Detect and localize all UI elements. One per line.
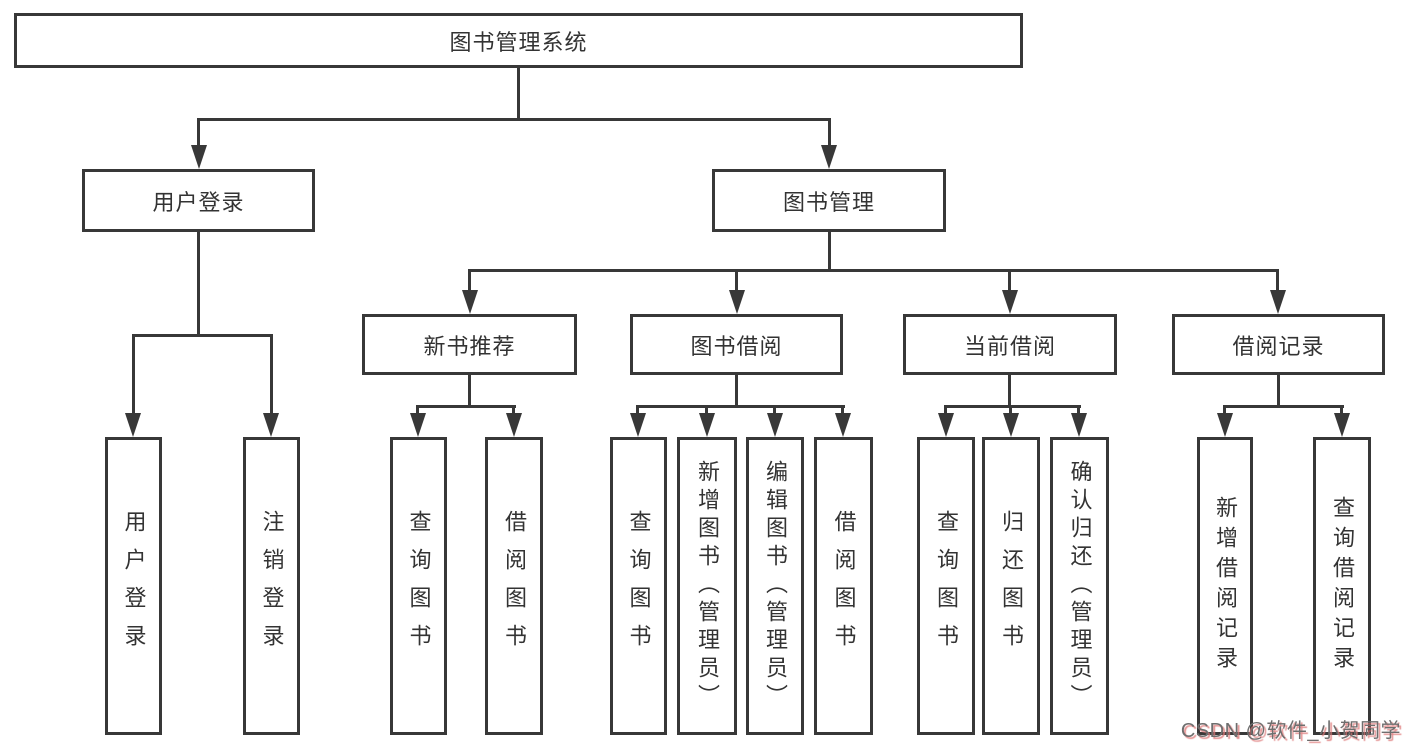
connector-line: [468, 375, 471, 405]
connector-line: [1009, 405, 1012, 415]
node-label: 图书管理系统: [449, 29, 588, 55]
node-label: 新书推荐: [423, 333, 516, 359]
connector-line: [1276, 269, 1279, 294]
connector-line: [944, 405, 1081, 408]
leaf-edit-books-admin: 编辑图书（管理员）: [746, 437, 804, 735]
node-label: 图书管理: [782, 189, 875, 215]
leaf-add-books-admin: 新增图书（管理员）: [677, 437, 737, 735]
connector-line: [270, 334, 273, 414]
arrow-down-icon: [1217, 413, 1233, 437]
node-library-management-system: 图书管理系统: [14, 13, 1023, 68]
leaf-query-books-current: 查询图书: [917, 437, 975, 735]
connector-line: [197, 118, 200, 148]
node-book-borrow: 图书借阅: [630, 314, 843, 375]
connector-line: [705, 405, 708, 415]
connector-line: [636, 405, 845, 408]
connector-line: [828, 118, 831, 148]
node-new-book-recommend: 新书推荐: [362, 314, 577, 375]
connector-line: [416, 405, 419, 415]
leaf-query-borrow-record: 查询借阅记录: [1313, 437, 1371, 735]
connector-line: [1223, 405, 1344, 408]
node-label: 新增借阅记录: [1213, 496, 1238, 676]
connector-line: [197, 232, 200, 334]
arrow-down-icon: [125, 413, 141, 437]
connector-line: [1340, 405, 1343, 415]
leaf-query-books-recommend: 查询图书: [390, 437, 447, 735]
arrow-down-icon: [699, 413, 715, 437]
node-label: 借阅图书: [831, 510, 857, 662]
node-label: 归还图书: [999, 510, 1024, 662]
node-label: 新增图书（管理员）: [695, 460, 720, 712]
arrow-down-icon: [1071, 413, 1087, 437]
arrow-down-icon: [462, 290, 478, 314]
connector-line: [197, 118, 831, 121]
connector-line: [1277, 375, 1280, 405]
connector-line: [512, 405, 515, 415]
leaf-query-books-borrow: 查询图书: [610, 437, 667, 735]
node-label: 图书借阅: [690, 333, 783, 359]
node-label: 用户登录: [152, 189, 245, 215]
watermark: CSDN @软件_小贺同学: [1180, 720, 1401, 742]
node-current-borrow: 当前借阅: [903, 314, 1117, 375]
node-label: 查询图书: [626, 510, 652, 662]
arrow-down-icon: [506, 413, 522, 437]
arrow-down-icon: [1270, 290, 1286, 314]
arrow-down-icon: [821, 145, 837, 169]
node-label: 用户登录: [121, 510, 147, 662]
connector-line: [132, 334, 273, 337]
arrow-down-icon: [263, 413, 279, 437]
arrow-down-icon: [630, 413, 646, 437]
node-label: 查询图书: [934, 510, 959, 662]
connector-line: [468, 269, 1279, 272]
connector-line: [735, 375, 738, 405]
arrow-down-icon: [729, 290, 745, 314]
leaf-return-books: 归还图书: [982, 437, 1040, 735]
arrow-down-icon: [1002, 290, 1018, 314]
arrow-down-icon: [1003, 413, 1019, 437]
connector-line: [944, 405, 947, 415]
node-label: 确认归还（管理员）: [1067, 460, 1093, 712]
node-label: 借阅图书: [502, 510, 527, 662]
arrow-down-icon: [938, 413, 954, 437]
node-label: 注销登录: [259, 510, 285, 662]
arrow-down-icon: [835, 413, 851, 437]
arrow-down-icon: [191, 145, 207, 169]
connector-line: [773, 405, 776, 415]
arrow-down-icon: [1334, 413, 1350, 437]
node-label: 当前借阅: [963, 333, 1056, 359]
node-label: 编辑图书（管理员）: [763, 460, 788, 712]
connector-line: [735, 269, 738, 294]
leaf-borrow-books-recommend: 借阅图书: [485, 437, 543, 735]
connector-line: [828, 232, 831, 269]
leaf-logout: 注销登录: [243, 437, 300, 735]
arrow-down-icon: [410, 413, 426, 437]
node-user-login: 用户登录: [82, 169, 315, 232]
leaf-add-borrow-record: 新增借阅记录: [1197, 437, 1253, 735]
connector-line: [132, 334, 135, 414]
connector-line: [416, 405, 516, 408]
connector-line: [636, 405, 639, 415]
connector-line: [468, 269, 471, 294]
connector-line: [841, 405, 844, 415]
connector-line: [1008, 375, 1011, 405]
node-label: 借阅记录: [1232, 333, 1325, 359]
connector-line: [1223, 405, 1226, 415]
leaf-confirm-return-admin: 确认归还（管理员）: [1050, 437, 1109, 735]
connector-line: [1077, 405, 1080, 415]
connector-line: [517, 68, 520, 118]
leaf-borrow-books: 借阅图书: [814, 437, 873, 735]
node-label: 查询图书: [406, 510, 432, 662]
node-label: 查询借阅记录: [1330, 496, 1355, 676]
arrow-down-icon: [767, 413, 783, 437]
leaf-user-login: 用户登录: [105, 437, 162, 735]
connector-line: [1008, 269, 1011, 294]
node-borrow-records: 借阅记录: [1172, 314, 1385, 375]
node-book-management: 图书管理: [712, 169, 946, 232]
